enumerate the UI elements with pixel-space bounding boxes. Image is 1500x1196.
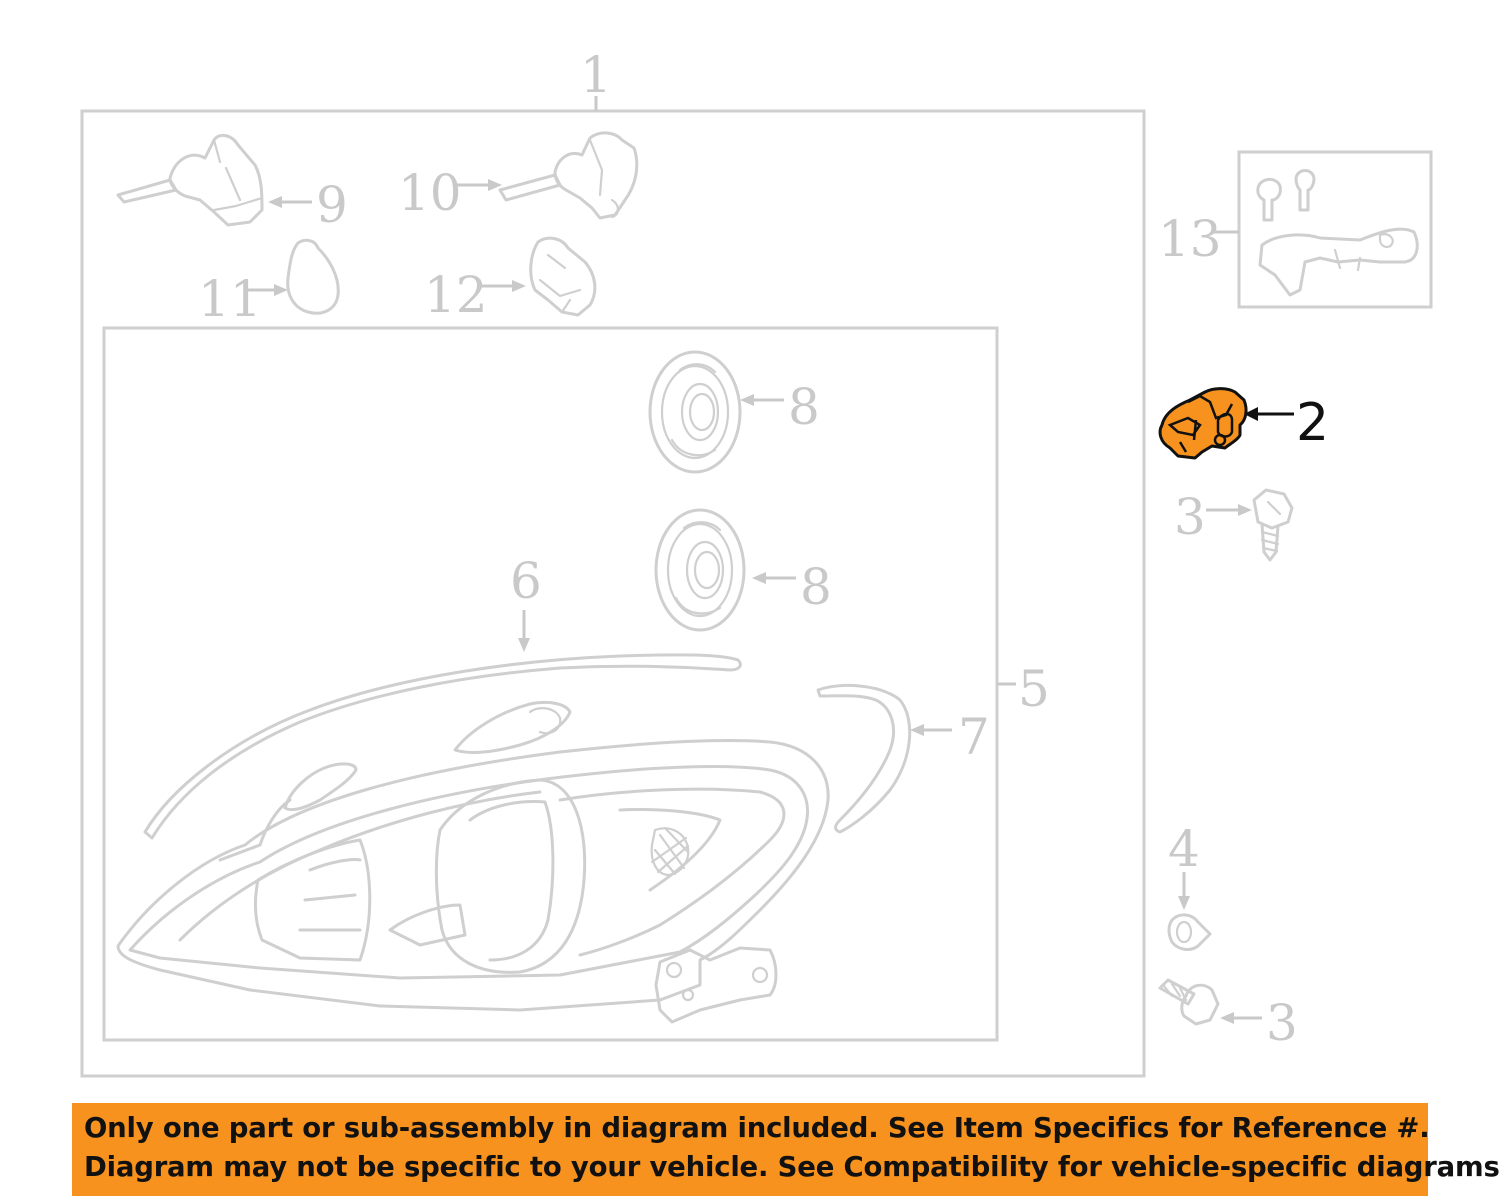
ring-part-8-bottom <box>654 508 746 632</box>
bulb-part-10 <box>498 131 639 220</box>
bulb-part-11 <box>286 238 340 315</box>
assembly-box-inner <box>102 326 999 1042</box>
callout-7: 7 <box>958 708 990 766</box>
clip-part-4 <box>1167 913 1212 951</box>
ring-part-8-top <box>648 350 742 474</box>
screw-part-3-bottom <box>1158 978 1220 1026</box>
callout-13: 13 <box>1158 210 1222 268</box>
bulb-part-9 <box>116 133 264 227</box>
callout-4: 4 <box>1168 820 1200 878</box>
disclaimer-line-2: Diagram may not be specific to your vehi… <box>84 1151 1500 1183</box>
kit-part-13 <box>1256 169 1419 297</box>
socket-part-12 <box>529 236 597 317</box>
disclaimer-line-1: Only one part or sub-assembly in diagram… <box>84 1112 1430 1144</box>
callout-1: 1 <box>580 46 612 104</box>
assembly-box-outer <box>80 109 1146 1078</box>
callout-6: 6 <box>510 552 542 610</box>
disclaimer-banner: Only one part or sub-assembly in diagram… <box>72 1103 1500 1196</box>
callout-2: 2 <box>1296 393 1329 453</box>
callout-5: 5 <box>1018 660 1050 718</box>
kit-box <box>1237 150 1433 309</box>
callout-9: 9 <box>316 176 348 234</box>
callout-8-top: 8 <box>788 378 820 436</box>
callout-11: 11 <box>198 270 262 328</box>
callout-3-top: 3 <box>1174 488 1206 546</box>
trim-strip-7 <box>816 683 912 834</box>
callout-12: 12 <box>424 266 488 324</box>
trim-strip-6 <box>143 653 742 840</box>
callout-8-bottom: 8 <box>800 558 832 616</box>
headlamp-housing <box>116 700 830 1024</box>
callout-10: 10 <box>398 164 462 222</box>
highlighted-part-2 <box>1158 387 1248 460</box>
callout-3-bottom: 3 <box>1266 994 1298 1052</box>
screw-part-3-top <box>1252 488 1294 562</box>
